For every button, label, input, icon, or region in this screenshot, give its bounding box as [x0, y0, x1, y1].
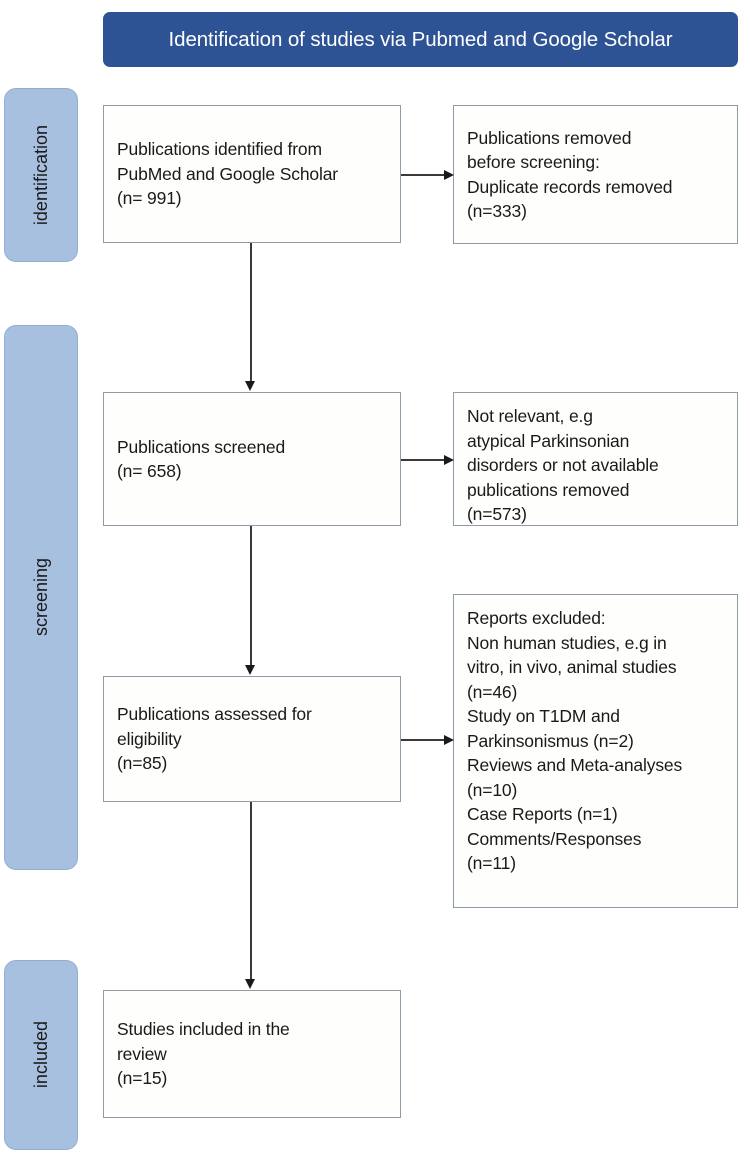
- box-publications-screened-text: Publications screened (n= 658): [117, 436, 286, 482]
- stage-pill-identification: identification: [4, 88, 78, 262]
- arrowhead-right-icon: [444, 734, 454, 745]
- box-publications-removed-before-screening: Publications removed before screening: D…: [453, 105, 738, 244]
- connector-screened-to-not-relevant: [401, 459, 446, 461]
- box-eligibility-text: Publications assessed for eligibility (n…: [117, 704, 312, 774]
- connector-screened-to-eligibility: [250, 526, 252, 669]
- stage-label-identification: identification: [30, 124, 51, 226]
- box-publications-identified: Publications identified from PubMed and …: [103, 105, 401, 243]
- connector-identified-to-screened: [250, 243, 252, 385]
- arrowhead-down-icon: [245, 665, 255, 675]
- stage-pill-screening: screening: [4, 325, 78, 870]
- stage-pill-included: included: [4, 960, 78, 1150]
- stage-label-screening: screening: [30, 558, 51, 637]
- box-studies-included-text: Studies included in the review (n=15): [117, 1019, 290, 1089]
- connector-eligibility-to-excluded: [401, 739, 446, 741]
- box-publications-identified-text: Publications identified from PubMed and …: [117, 139, 338, 209]
- box-publications-screened: Publications screened (n= 658): [103, 392, 401, 526]
- stage-label-included: included: [30, 1021, 51, 1089]
- connector-eligibility-to-included: [250, 802, 252, 983]
- box-reports-excluded: Reports excluded: Non human studies, e.g…: [453, 594, 738, 908]
- diagram-header-banner: Identification of studies via Pubmed and…: [103, 12, 738, 67]
- box-studies-included: Studies included in the review (n=15): [103, 990, 401, 1118]
- box-publications-assessed-eligibility: Publications assessed for eligibility (n…: [103, 676, 401, 802]
- box-not-relevant-text: Not relevant, e.g atypical Parkinsonian …: [467, 406, 659, 524]
- connector-identified-to-removed: [401, 174, 446, 176]
- diagram-title: Identification of studies via Pubmed and…: [168, 27, 673, 51]
- arrowhead-down-icon: [245, 979, 255, 989]
- box-not-relevant-removed: Not relevant, e.g atypical Parkinsonian …: [453, 392, 738, 526]
- arrowhead-right-icon: [444, 169, 454, 180]
- arrowhead-right-icon: [444, 454, 454, 465]
- arrowhead-down-icon: [245, 381, 255, 391]
- box-publications-removed-text: Publications removed before screening: D…: [467, 127, 673, 222]
- box-reports-excluded-text: Reports excluded: Non human studies, e.g…: [467, 608, 683, 873]
